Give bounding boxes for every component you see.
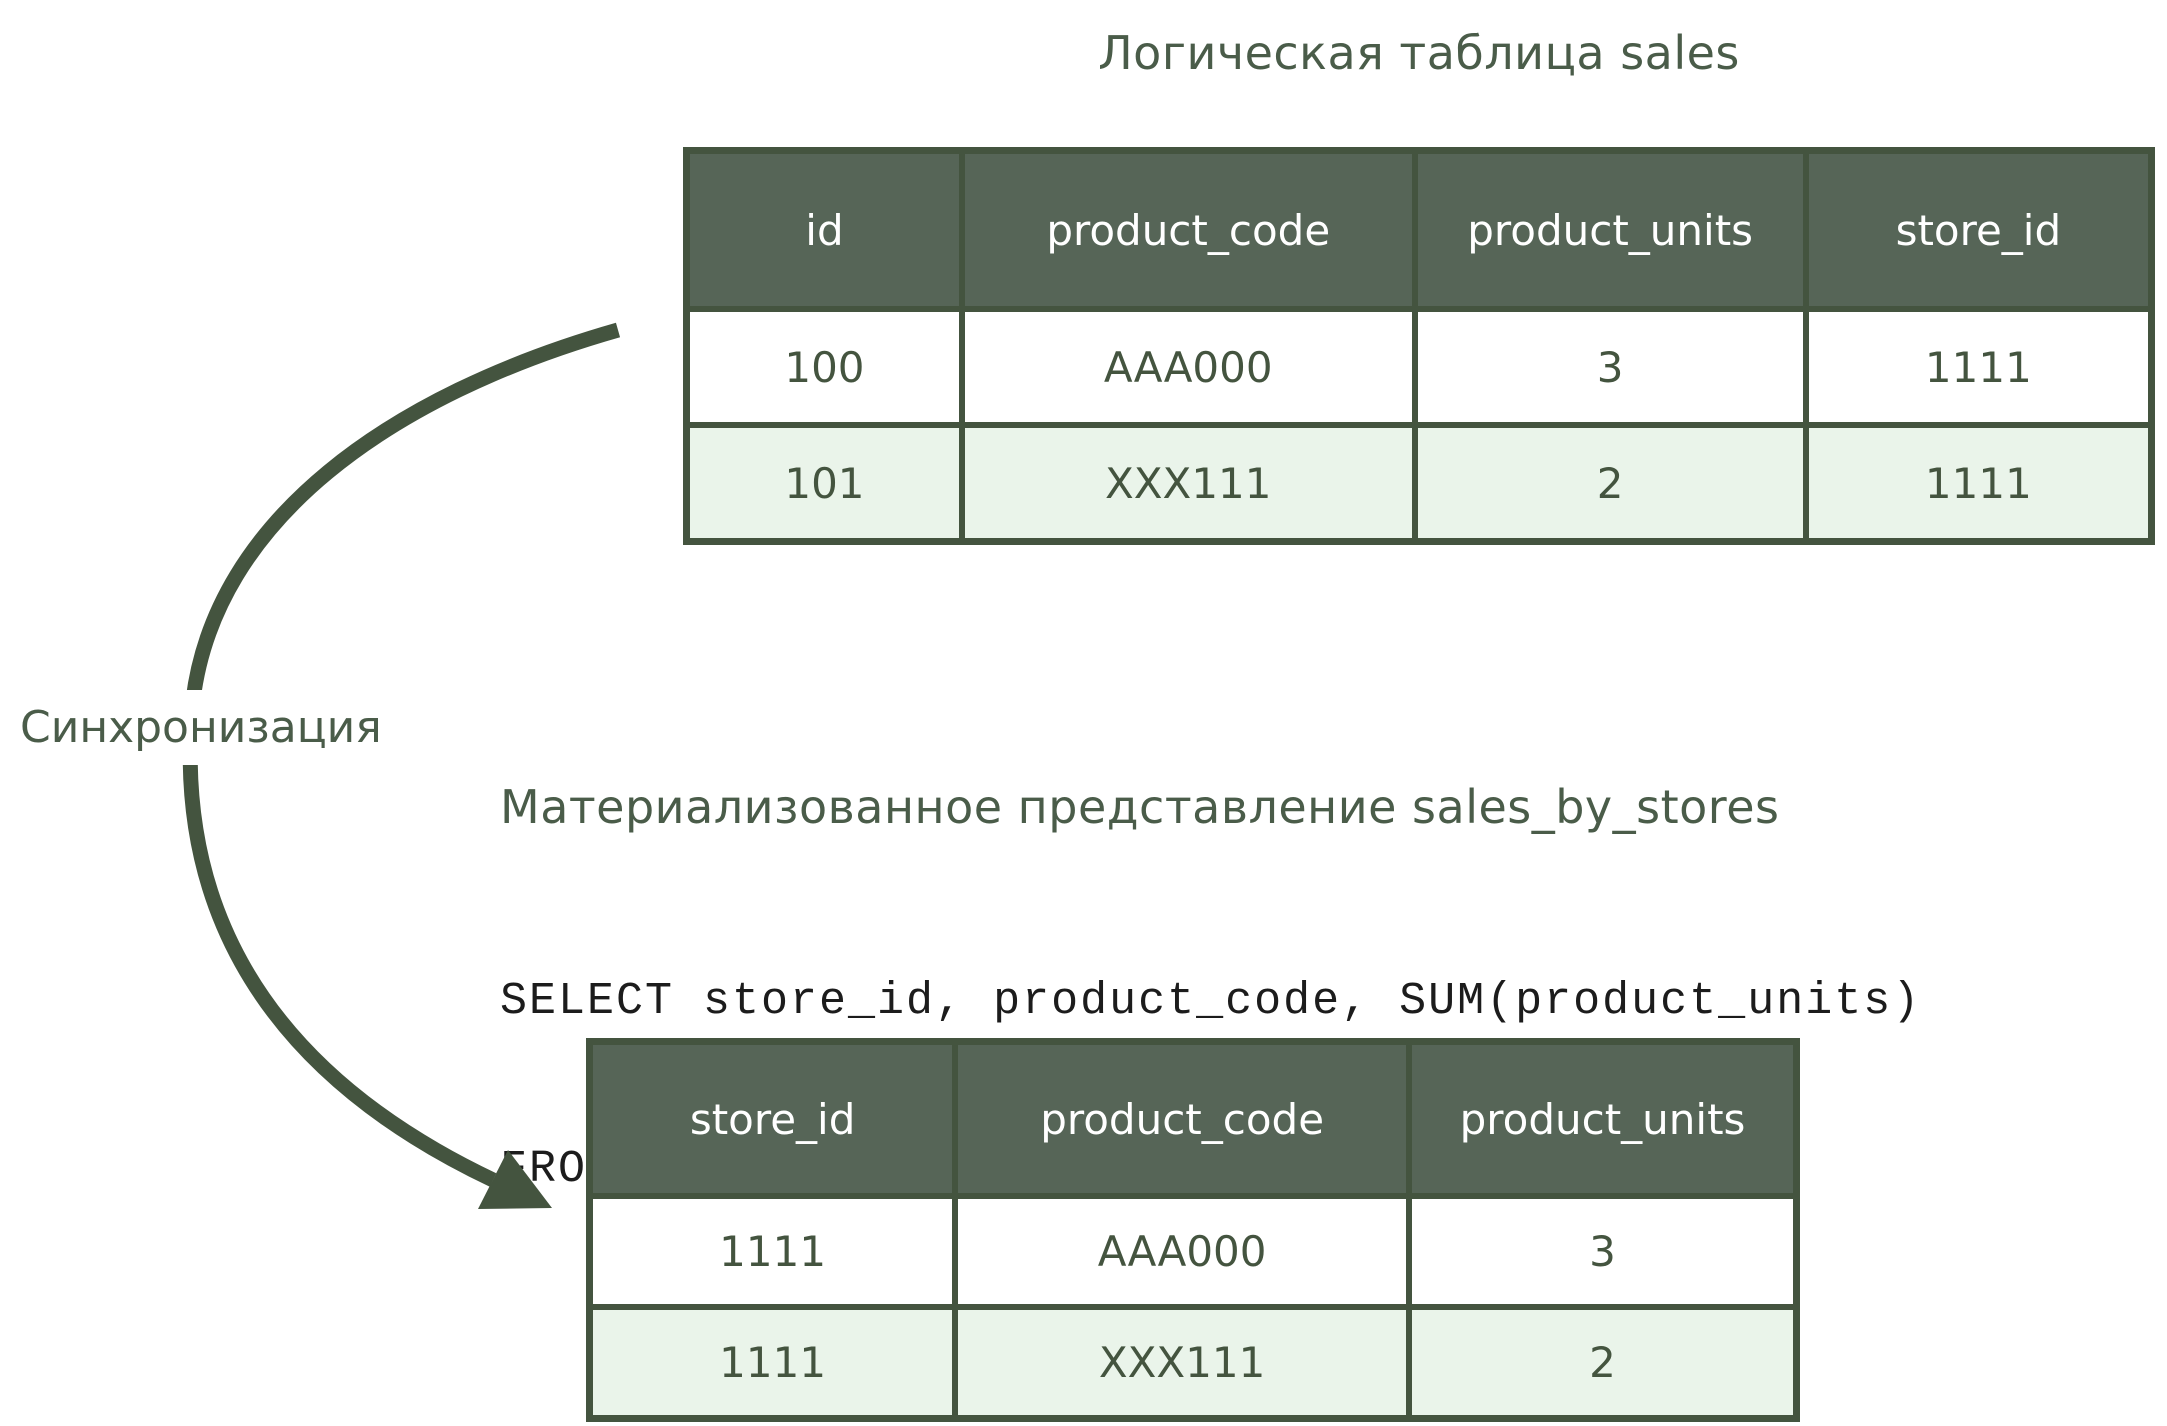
cell-product-code: AAA000 <box>952 1193 1413 1310</box>
cell-product-units: 3 <box>1411 306 1809 428</box>
column-header-product-code: product_code <box>958 147 1418 312</box>
logical-table-header-row: id product_code product_units store_id <box>683 147 2155 312</box>
cell-store-id: 1111 <box>1802 306 2155 428</box>
cell-product-code: AAA000 <box>958 306 1418 428</box>
cell-id: 101 <box>683 422 965 545</box>
sync-arrow-head-icon <box>478 1150 552 1209</box>
cell-product-units: 2 <box>1411 422 1809 545</box>
column-header-product-units: product_units <box>1411 147 1809 312</box>
table-row: 101 XXX111 2 1111 <box>683 422 2155 545</box>
column-header-product-units: product_units <box>1406 1038 1800 1199</box>
column-header-store-id: store_id <box>1802 147 2155 312</box>
logical-table-title: Логическая таблица sales <box>1098 26 1740 80</box>
cell-store-id: 1111 <box>586 1304 959 1422</box>
materialized-view-header-row: store_id product_code product_units <box>586 1038 1800 1199</box>
cell-store-id: 1111 <box>1802 422 2155 545</box>
cell-product-code: XXX111 <box>952 1304 1413 1422</box>
cell-product-units: 3 <box>1406 1193 1800 1310</box>
cell-product-code: XXX111 <box>958 422 1418 545</box>
table-row: 100 AAA000 3 1111 <box>683 306 2155 428</box>
column-header-product-code: product_code <box>952 1038 1413 1199</box>
cell-product-units: 2 <box>1406 1304 1800 1422</box>
table-row: 1111 AAA000 3 <box>586 1193 1800 1310</box>
column-header-store-id: store_id <box>586 1038 959 1199</box>
sync-label: Синхронизация <box>10 690 392 765</box>
column-header-id: id <box>683 147 965 312</box>
table-row: 1111 XXX111 2 <box>586 1304 1800 1422</box>
sql-line-1: SELECT store_id, product_code, SUM(produ… <box>500 976 1922 1027</box>
cell-id: 100 <box>683 306 965 428</box>
cell-store-id: 1111 <box>586 1193 959 1310</box>
materialized-view-table: store_id product_code product_units 1111… <box>586 1038 1800 1422</box>
materialized-view-title: Материализованное представление sales_by… <box>500 780 1780 834</box>
logical-table: id product_code product_units store_id 1… <box>683 147 2155 545</box>
